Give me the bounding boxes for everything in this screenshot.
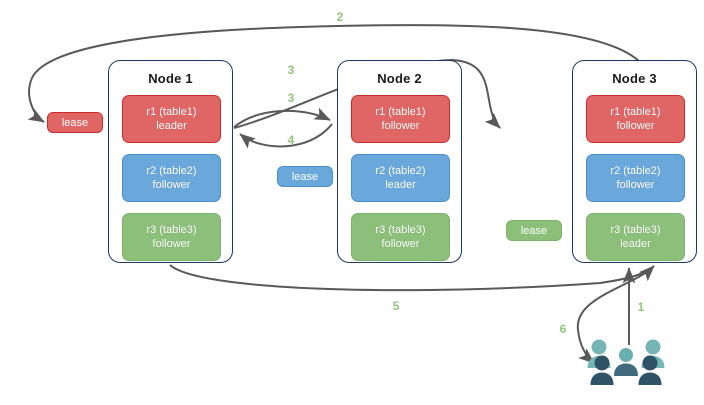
replica-name: r3 (table3) bbox=[146, 224, 197, 236]
replica-blue-node3: r2 (table2) follower bbox=[586, 154, 685, 202]
edge-5-path bbox=[169, 264, 655, 292]
label-3-lower: 3 bbox=[287, 91, 295, 105]
replica-name: r1 (table1) bbox=[375, 106, 426, 118]
edge-3-lower-path bbox=[233, 107, 331, 128]
users-front-row bbox=[590, 355, 662, 385]
label-6: 6 bbox=[559, 322, 567, 336]
lease-red-badge: lease bbox=[47, 112, 103, 133]
replica-role: follower bbox=[152, 179, 191, 191]
label-5: 5 bbox=[392, 299, 400, 313]
node-title: Node 1 bbox=[148, 71, 193, 86]
replica-name: r2 (table2) bbox=[375, 165, 426, 177]
node-box-node1: Node 1 r1 (table1) leader r2 (table2) follow… bbox=[108, 60, 233, 263]
replica-green-node1: r3 (table3) follower bbox=[122, 213, 221, 261]
replica-role: follower bbox=[152, 238, 191, 250]
node-title: Node 3 bbox=[612, 71, 657, 86]
replica-role: leader bbox=[156, 120, 187, 132]
users-mid-back bbox=[619, 348, 633, 362]
replica-blue-node1: r2 (table2) follower bbox=[122, 154, 221, 202]
replica-role: leader bbox=[620, 238, 651, 250]
replica-role: follower bbox=[381, 120, 420, 132]
edge-4-path bbox=[239, 123, 333, 149]
replica-name: r1 (table1) bbox=[610, 106, 661, 118]
replica-role: leader bbox=[385, 179, 416, 191]
users-mid-front bbox=[614, 363, 638, 376]
replica-red-node3: r1 (table1) follower bbox=[586, 95, 685, 143]
node-box-node3: Node 3 r1 (table1) follower r2 (table2) foll… bbox=[572, 60, 697, 263]
replica-blue-node2: r2 (table2) leader bbox=[351, 154, 450, 202]
replica-green-node3: r3 (table3) leader bbox=[586, 213, 685, 261]
replica-red-node2: r1 (table1) follower bbox=[351, 95, 450, 143]
lease-green-badge: lease bbox=[506, 220, 562, 241]
replica-name: r1 (table1) bbox=[146, 106, 197, 118]
lease-blue-badge: lease bbox=[277, 166, 333, 187]
replica-role: follower bbox=[616, 179, 655, 191]
replica-role: follower bbox=[616, 120, 655, 132]
replica-name: r3 (table3) bbox=[375, 224, 426, 236]
replica-name: r2 (table2) bbox=[146, 165, 197, 177]
replica-name: r3 (table3) bbox=[610, 224, 661, 236]
replica-green-node2: r3 (table3) follower bbox=[351, 213, 450, 261]
replica-role: follower bbox=[381, 238, 420, 250]
node-box-node2: Node 2 r1 (table1) follower r2 (table2) lead… bbox=[337, 60, 462, 263]
client-users-icon bbox=[587, 339, 665, 385]
replica-red-node1: r1 (table1) leader bbox=[122, 95, 221, 143]
label-3-upper: 3 bbox=[287, 63, 295, 77]
label-1: 1 bbox=[637, 300, 645, 314]
label-2: 2 bbox=[336, 10, 344, 24]
label-4: 4 bbox=[287, 133, 295, 147]
node-title: Node 2 bbox=[377, 71, 422, 86]
replica-name: r2 (table2) bbox=[610, 165, 661, 177]
